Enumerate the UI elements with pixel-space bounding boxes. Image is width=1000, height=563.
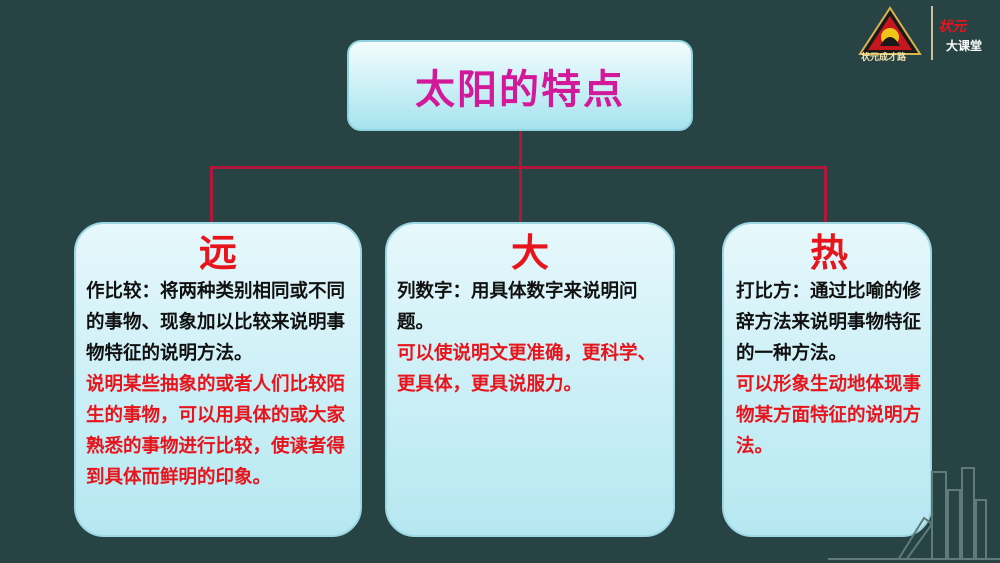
card-heading: 远 — [198, 231, 237, 275]
card-big: 大 列数字：用具体数字来说明问题。 可以使说明文更准确，更科学、更具体，更具说服… — [385, 222, 675, 537]
card-term: 列数字：用具体数字来说明问题。 — [397, 281, 638, 333]
card-description: 可以形象生动地体现事物某方面特征的说明方法。 — [736, 374, 922, 457]
connector-center — [519, 166, 522, 224]
logo-caption: 状元成才路 — [861, 53, 907, 63]
logo-subtitle: 大课堂 — [946, 39, 983, 53]
connector-horizontal — [210, 166, 827, 169]
card-term: 作比较：将两种类别相同或不同的事物、现象加以比较来说明事物特征的说明方法。 — [86, 281, 346, 364]
logo-divider — [931, 6, 933, 60]
card-far: 远 作比较：将两种类别相同或不同的事物、现象加以比较来说明事物特征的说明方法。 … — [74, 222, 362, 537]
connector-left — [210, 166, 213, 224]
title-box: 太阳的特点 — [347, 40, 693, 131]
card-heading: 热 — [809, 231, 848, 275]
card-hot: 热 打比方：通过比喻的修辞方法来说明事物特征的一种方法。 可以形象生动地体现事物… — [722, 222, 932, 537]
card-description: 说明某些抽象的或者人们比较陌生的事物，可以用具体的或大家熟悉的事物进行比较，使读… — [86, 374, 346, 488]
connector-right — [824, 166, 827, 224]
logo-brand: 状元 — [938, 19, 966, 35]
card-heading: 大 — [510, 231, 549, 275]
connector-vertical-main — [519, 131, 522, 168]
logo-emblem-icon — [858, 6, 922, 55]
card-term: 打比方：通过比喻的修辞方法来说明事物特征的一种方法。 — [736, 281, 922, 364]
card-description: 可以使说明文更准确，更科学、更具体，更具说服力。 — [397, 343, 657, 395]
page-title: 太阳的特点 — [415, 66, 625, 113]
books-decoration-icon — [828, 467, 1000, 560]
